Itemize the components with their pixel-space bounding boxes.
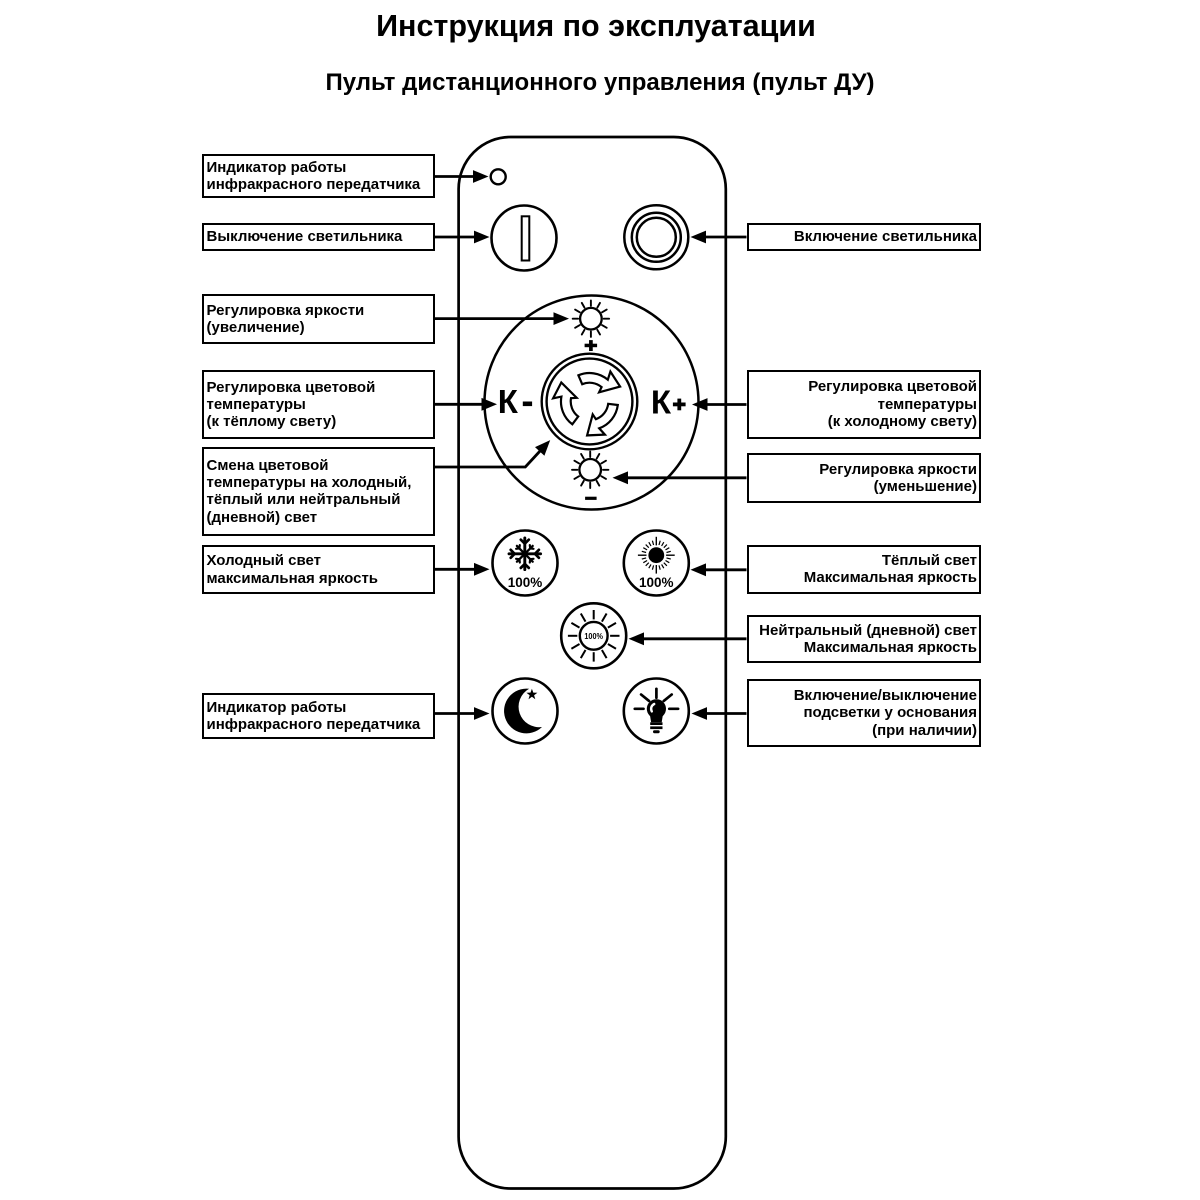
- svg-text:100%: 100%: [508, 575, 543, 590]
- svg-text:100%: 100%: [639, 575, 674, 590]
- svg-text:К: К: [498, 383, 519, 420]
- svg-text:100%: 100%: [584, 631, 603, 641]
- svg-text:К: К: [651, 383, 672, 420]
